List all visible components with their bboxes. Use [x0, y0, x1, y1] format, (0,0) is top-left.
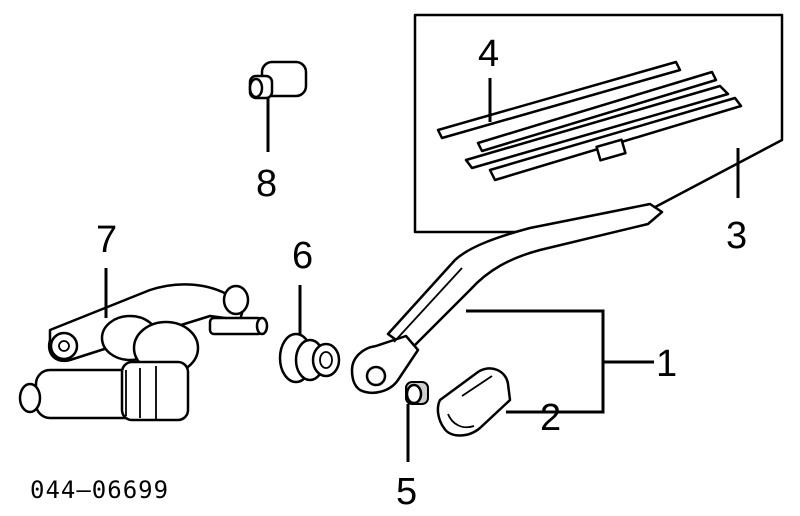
callout-2: 2 [540, 397, 561, 439]
wiper-blade-frame [464, 84, 730, 170]
callout-3: 3 [726, 215, 747, 257]
pivot-grommet [278, 332, 341, 384]
leader-lines [104, 78, 740, 462]
callout-4: 4 [478, 33, 499, 75]
callout-5: 5 [396, 471, 417, 513]
wiper-arm-cap [436, 367, 512, 437]
part-number-code: 044–06699 [30, 476, 169, 504]
wiper-arm [350, 202, 664, 394]
callout-8: 8 [256, 163, 277, 205]
callout-numbers: 1 2 3 4 5 6 7 8 [96, 33, 747, 513]
motor-cap-plug [248, 60, 308, 100]
callout-7: 7 [96, 219, 117, 261]
callout-1: 1 [656, 343, 677, 385]
blade-rubber-refill [436, 60, 743, 182]
callout-6: 6 [292, 235, 313, 277]
wiper-motor [18, 283, 269, 422]
arm-nut [405, 381, 429, 405]
